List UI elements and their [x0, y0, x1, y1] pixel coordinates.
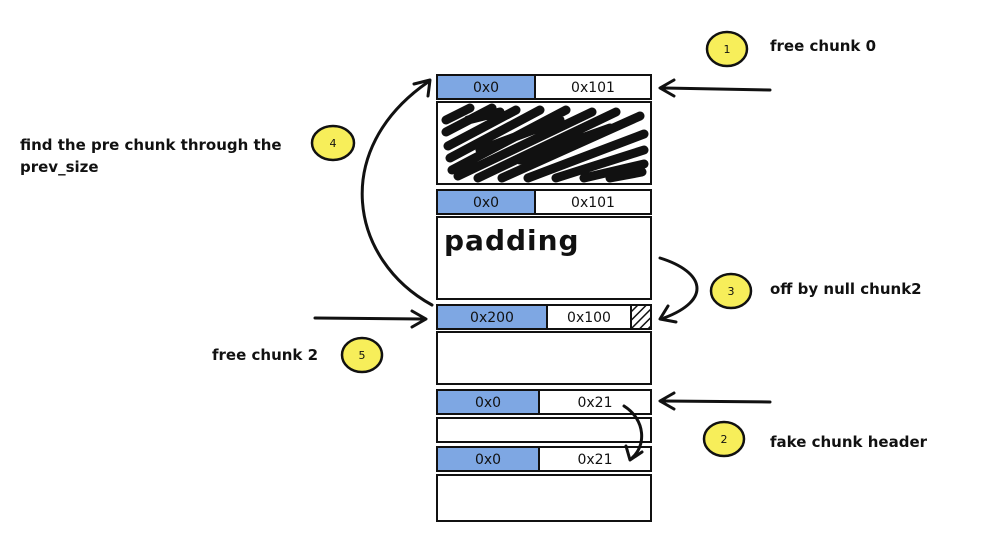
arrow-fake-chain	[622, 404, 644, 462]
badge-3: 3	[709, 272, 753, 310]
padding-box	[436, 216, 652, 300]
chunk2-size-cell	[546, 304, 632, 330]
chunk0-size-cell	[534, 74, 652, 100]
chunk1-header: 0x0 0x101	[436, 189, 652, 215]
badge-5-number: 5	[359, 349, 366, 362]
chunk1-size: 0x101	[571, 195, 615, 211]
chunk0-body	[436, 101, 652, 185]
badge-1: 1	[705, 30, 749, 68]
null-byte-overflow	[630, 304, 652, 330]
chunk1-prev-size: 0x0	[473, 195, 499, 211]
label-off-by-null: off by null chunk2	[770, 280, 922, 298]
chunk0-prev-size: 0x0	[473, 80, 499, 96]
badge-2-number: 2	[721, 433, 728, 446]
fake1-prev-size: 0x0	[475, 395, 501, 411]
fake1-size: 0x21	[577, 395, 612, 411]
badge-4: 4	[310, 124, 356, 162]
chunk1-prev-size-cell	[436, 189, 536, 215]
fake2-body	[436, 474, 652, 522]
badge-5: 5	[340, 336, 384, 374]
arrow-free-chunk-2	[313, 309, 428, 329]
chunk2-prev-size: 0x200	[470, 310, 514, 326]
arrow-prev-size-backtrack	[360, 78, 434, 307]
chunk0-scribble	[441, 103, 649, 183]
chunk2-size: 0x100	[567, 310, 611, 326]
arrow-fake-chunk-header	[658, 391, 772, 411]
label-free-chunk-0: free chunk 0	[770, 37, 876, 55]
label-find-pre-chunk-line1: find the pre chunk through the	[20, 136, 282, 154]
chunk0-prev-size-cell	[436, 74, 536, 100]
fake2-size: 0x21	[577, 452, 612, 468]
fake2-size-cell	[538, 446, 652, 472]
badge-3-number: 3	[728, 285, 735, 298]
badge-4-number: 4	[330, 137, 337, 150]
fake1-body	[436, 417, 652, 443]
padding-text: padding	[444, 224, 580, 257]
chunk0-size: 0x101	[571, 80, 615, 96]
arrow-off-by-null	[658, 256, 699, 324]
padding-body: padding	[436, 216, 652, 300]
chunk2-header: 0x200 0x100	[436, 304, 652, 330]
label-find-pre-chunk-line2: prev_size	[20, 158, 99, 176]
fake1-size-cell	[538, 389, 652, 415]
chunk0-header: 0x0 0x101	[436, 74, 652, 100]
badge-2: 2	[702, 420, 746, 458]
fake-chunk-header-2: 0x0 0x21	[436, 446, 652, 472]
chunk1-size-cell	[534, 189, 652, 215]
arrow-free-chunk-0	[658, 78, 772, 98]
fake2-prev-size: 0x0	[475, 452, 501, 468]
label-fake-chunk-header: fake chunk header	[770, 433, 928, 451]
fake2-prev-size-cell	[436, 446, 540, 472]
fake-chunk-header-1: 0x0 0x21	[436, 389, 652, 415]
chunk2-body	[436, 331, 652, 385]
badge-1-number: 1	[724, 43, 731, 56]
label-free-chunk-2: free chunk 2	[212, 346, 318, 364]
